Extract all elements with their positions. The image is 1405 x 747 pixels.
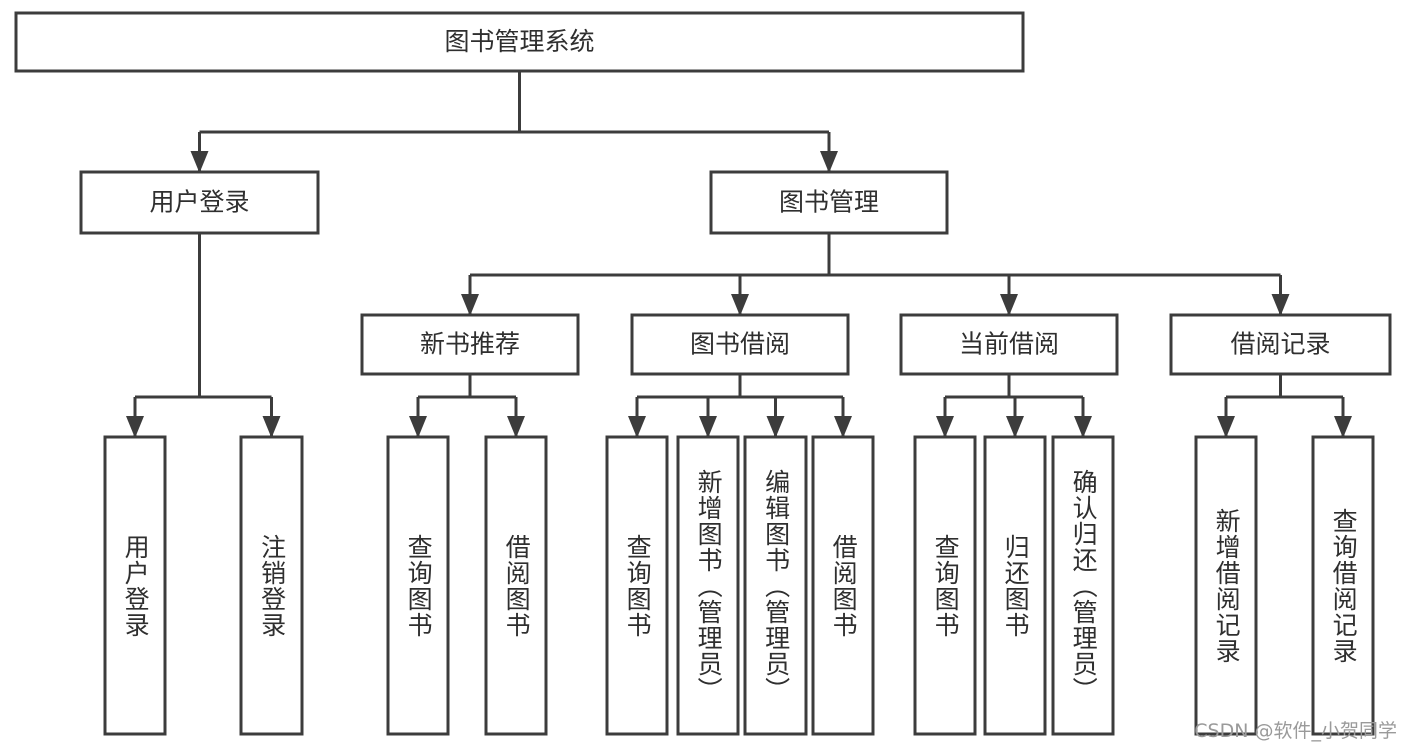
node-box-new-book-recommend[interactable] <box>360 313 580 376</box>
arrow-head-icon <box>766 416 785 438</box>
arrow-head-icon <box>936 416 954 438</box>
arrow-head-icon <box>1217 416 1235 438</box>
node-label-current-borrow: 当前借阅 <box>959 330 1059 359</box>
connector-layer <box>126 71 1352 438</box>
arrow-head-icon <box>1334 416 1352 438</box>
node-box-borrow-record[interactable] <box>1169 313 1392 376</box>
node-label-user-login: 用户登录 <box>149 188 249 217</box>
node-box-leaf-add-book[interactable] <box>676 435 740 736</box>
arrow-head-icon <box>820 151 838 173</box>
arrow-head-icon <box>409 416 427 438</box>
arrow-head-icon <box>507 416 525 438</box>
arrow-head-icon <box>1006 416 1024 438</box>
node-box-book-borrow[interactable] <box>630 313 850 376</box>
node-layer <box>14 11 1392 736</box>
node-label-book-borrow: 图书借阅 <box>690 330 790 359</box>
node-box-root[interactable] <box>14 11 1025 73</box>
arrow-head-icon <box>834 416 852 438</box>
node-box-leaf-return-book[interactable] <box>983 435 1047 736</box>
node-label-book-manage: 图书管理 <box>779 188 879 217</box>
node-box-leaf-query-record[interactable] <box>1311 435 1375 736</box>
watermark-text: CSDN @软件_小贺同学 <box>1194 720 1397 742</box>
node-box-leaf-query-book-borrow[interactable] <box>605 435 669 736</box>
node-label-root: 图书管理系统 <box>444 27 594 56</box>
arrow-head-icon <box>628 416 646 438</box>
arrow-head-icon <box>190 151 209 173</box>
node-box-leaf-edit-book[interactable] <box>743 435 808 736</box>
arrow-head-icon <box>699 416 717 438</box>
node-box-leaf-borrow-book-rec[interactable] <box>484 435 548 736</box>
node-box-current-borrow[interactable] <box>899 313 1119 376</box>
node-box-leaf-borrow-book[interactable] <box>811 435 875 736</box>
arrow-head-icon <box>731 294 749 316</box>
node-box-leaf-logout[interactable] <box>239 435 304 736</box>
arrow-head-icon <box>461 294 479 316</box>
node-label-borrow-record: 借阅记录 <box>1230 330 1330 359</box>
node-box-leaf-query-book-rec[interactable] <box>386 435 450 736</box>
arrow-head-icon <box>126 416 144 438</box>
arrow-head-icon <box>262 416 281 438</box>
node-box-leaf-query-book-cur[interactable] <box>913 435 977 736</box>
node-label-new-book-recommend: 新书推荐 <box>420 330 520 359</box>
node-box-leaf-user-login[interactable] <box>103 435 167 736</box>
arrow-head-icon <box>1271 294 1290 316</box>
node-box-leaf-add-record[interactable] <box>1194 435 1258 736</box>
node-box-user-login[interactable] <box>79 170 320 235</box>
arrow-head-icon <box>1000 294 1018 316</box>
node-box-book-manage[interactable] <box>709 170 949 235</box>
arrow-head-icon <box>1074 416 1092 438</box>
node-box-leaf-confirm-return[interactable] <box>1051 435 1115 736</box>
